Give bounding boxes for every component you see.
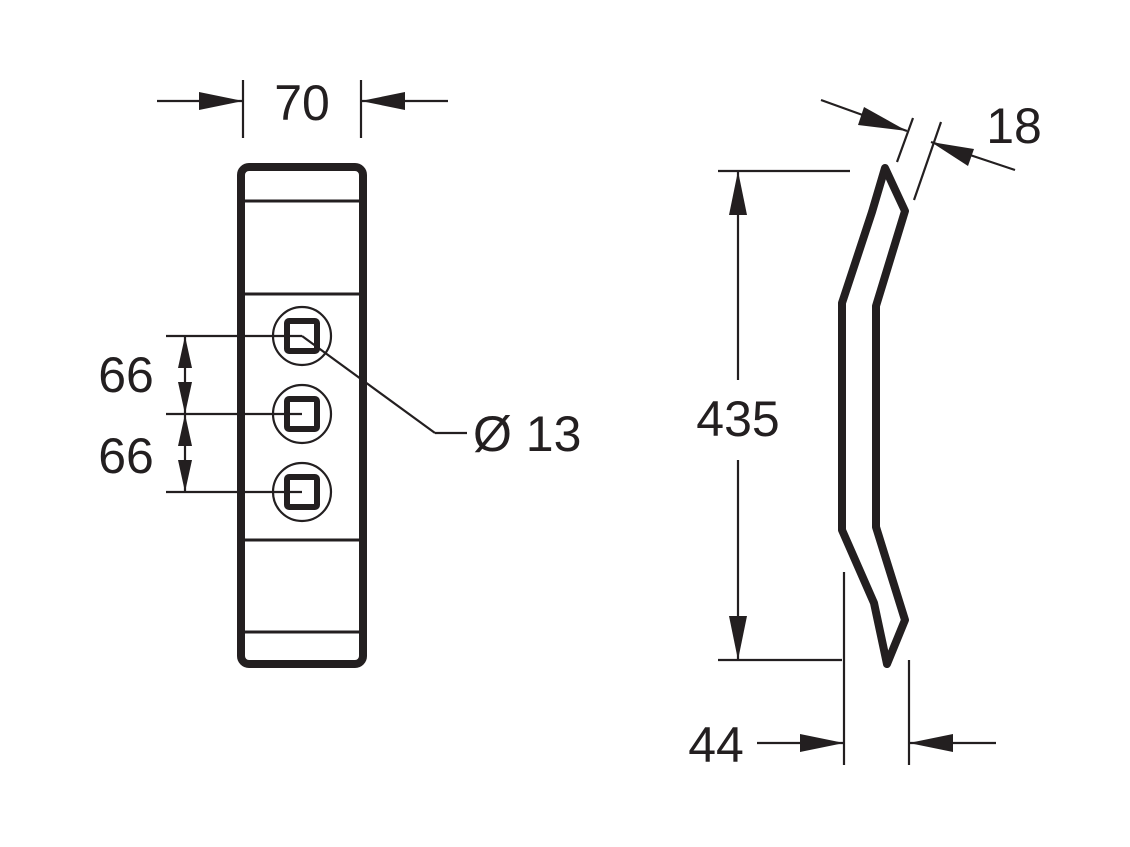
front-view: 70 66 66 Ø 13: [98, 75, 581, 668]
offset-dimension: 44: [688, 572, 996, 773]
height-dimension: 435: [696, 169, 850, 662]
bracket-profile: [838, 164, 909, 668]
arrow-head: [178, 382, 192, 414]
offset-label: 44: [688, 717, 744, 773]
arrow-head: [361, 92, 405, 110]
arrow-head: [800, 734, 844, 752]
arrow-head: [729, 171, 747, 215]
thickness-label: 18: [986, 98, 1042, 154]
side-view: 435 18 44: [688, 98, 1042, 773]
arrow-head: [178, 460, 192, 492]
arrow-head: [199, 92, 243, 110]
arrow-head: [909, 734, 953, 752]
hole-spacing-dimension: 66 66: [98, 334, 302, 494]
width-label: 70: [274, 75, 330, 131]
hole-diameter-label: Ø 13: [473, 406, 581, 462]
arrow-head: [729, 616, 747, 660]
height-label: 435: [696, 391, 779, 447]
hole-spacing-bottom-label: 66: [98, 428, 154, 484]
arrow-head: [178, 414, 192, 446]
arrow-head: [931, 142, 974, 166]
hole-spacing-top-label: 66: [98, 347, 154, 403]
hole-diameter-callout: Ø 13: [301, 335, 581, 462]
arrow-head: [178, 336, 192, 368]
plate-outline: [237, 163, 367, 668]
arrow-head: [858, 107, 907, 131]
thickness-dimension: 18: [820, 98, 1042, 201]
width-dimension: 70: [157, 75, 448, 138]
